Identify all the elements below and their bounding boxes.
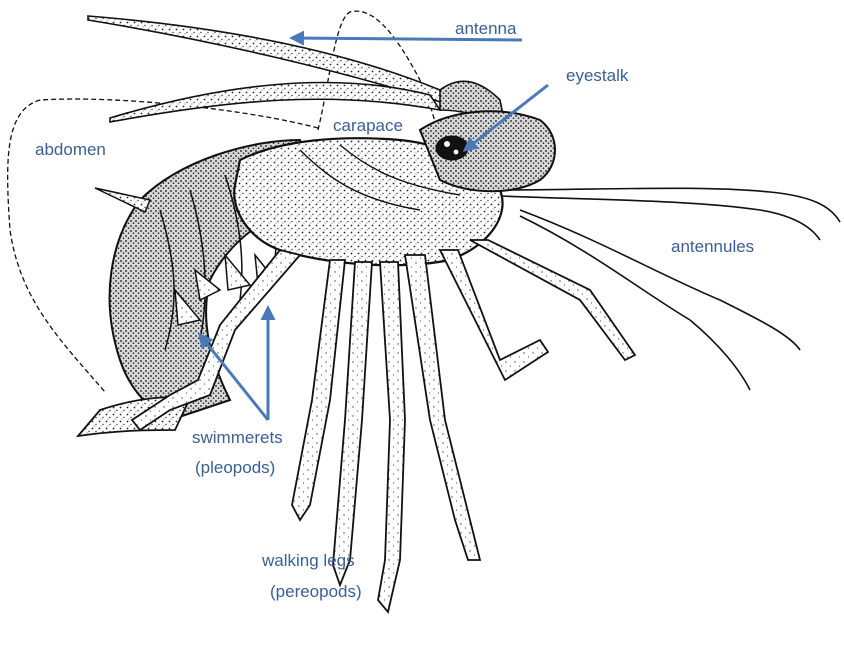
antennules-label: antennules (671, 237, 754, 257)
antenna (88, 16, 505, 125)
eye (436, 136, 468, 160)
antenna-label: antenna (455, 19, 516, 39)
eyestalk-label: eyestalk (566, 66, 628, 86)
carapace-label: carapace (333, 116, 403, 136)
pleopods-label: (pleopods) (195, 458, 275, 478)
abdomen-label: abdomen (35, 140, 106, 160)
swimmerets-label: swimmerets (192, 428, 283, 448)
antennules (500, 188, 840, 390)
pereopods-label: (pereopods) (270, 582, 362, 602)
walking-legs-label: walking legs (262, 551, 355, 571)
